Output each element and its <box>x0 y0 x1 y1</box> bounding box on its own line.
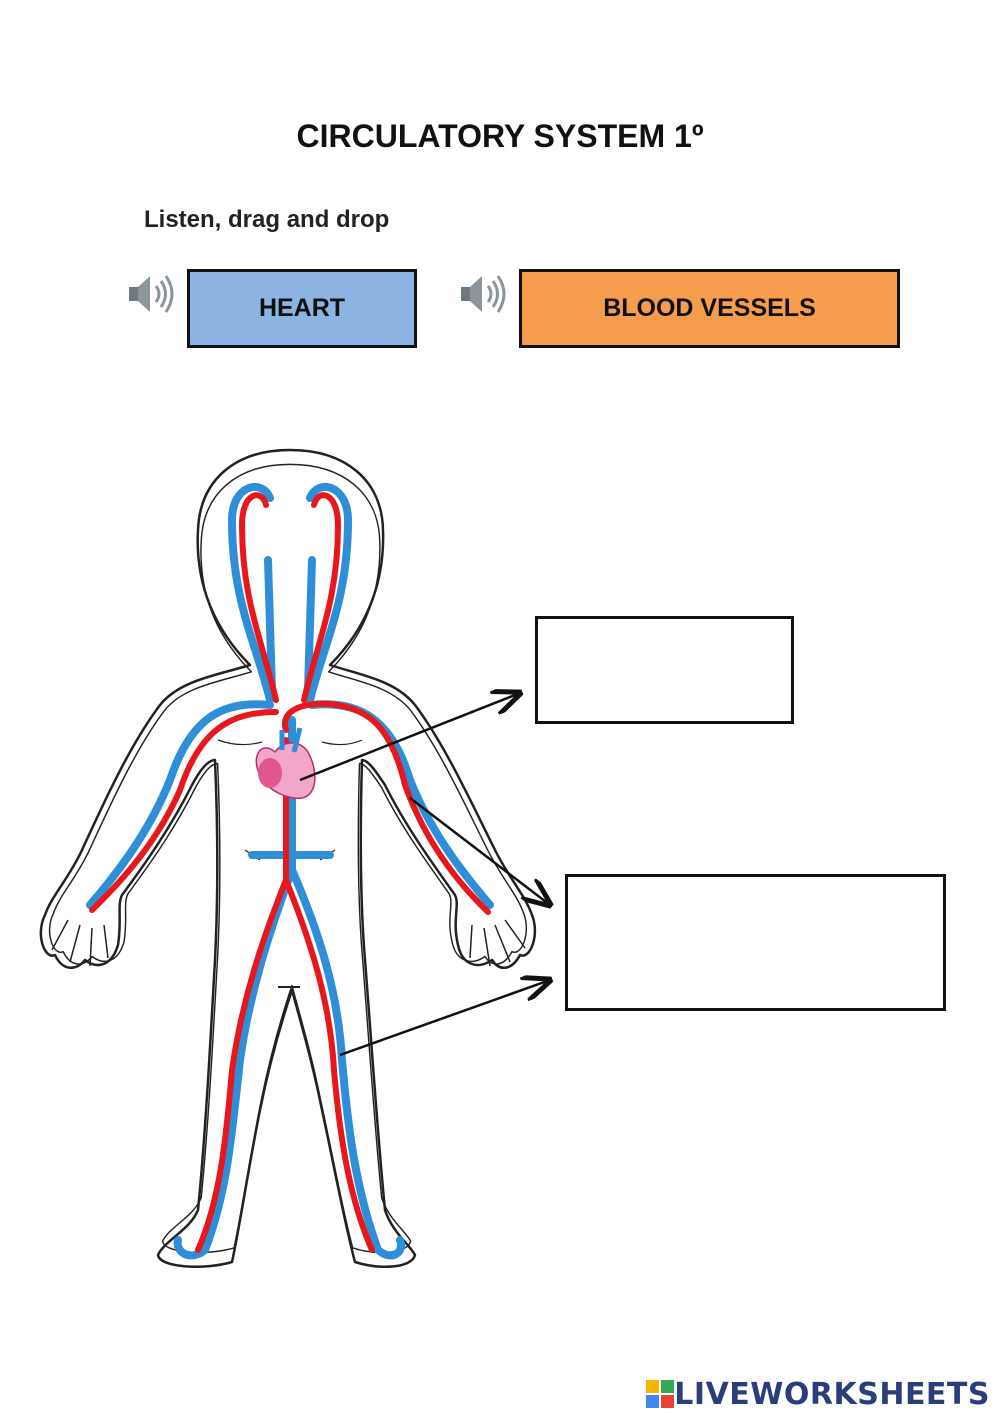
heart-word-card[interactable]: HEART <box>187 269 417 348</box>
blood-vessels-word-card[interactable]: BLOOD VESSELS <box>519 269 900 348</box>
arrow-to-top-box <box>299 693 520 782</box>
arrow-to-bottom-box-2 <box>339 980 550 1057</box>
speaker-icon[interactable] <box>458 271 508 317</box>
worksheet-title: CIRCULATORY SYSTEM 1º <box>296 118 704 154</box>
liveworksheets-logo-icon <box>646 1380 675 1408</box>
drop-box-blood-vessels[interactable] <box>565 874 946 1011</box>
arrow-to-bottom-box-1 <box>409 797 550 905</box>
speaker-icon[interactable] <box>126 271 176 317</box>
instruction-text: Listen, drag and drop <box>144 206 390 233</box>
brand-name: LIVEWORKSHEETS <box>674 1376 990 1412</box>
veins <box>86 483 494 1260</box>
body-outline <box>39 448 537 1268</box>
pointer-arrows <box>299 693 550 1057</box>
heart-icon <box>255 727 316 800</box>
arteries <box>89 492 491 1253</box>
drop-box-heart[interactable] <box>535 616 794 724</box>
liveworksheets-brand: LIVEWORKSHEETS <box>646 1374 990 1414</box>
